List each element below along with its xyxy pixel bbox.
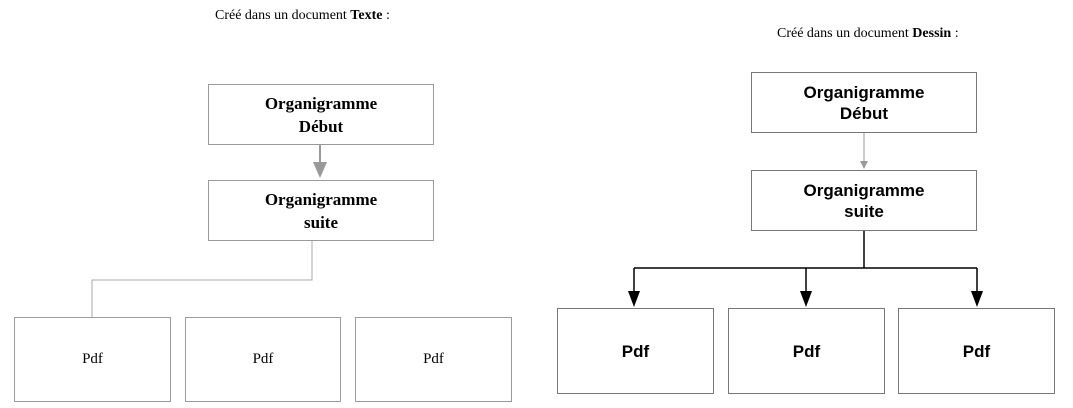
right-leaf-box-1: Pdf [557,308,714,394]
right-top-arrow-head [860,161,868,169]
right-branch-2-arrow [800,291,812,307]
right-top-box-line2: Début [839,103,889,123]
right-branch-3-arrow [971,291,983,307]
left-leaf-label-2: Pdf [252,351,274,367]
left-arrow-head [313,162,327,178]
right-leaf-label-3: Pdf [962,341,991,361]
left-leaf-box-3: Pdf [355,317,512,402]
right-middle-box-line2: suite [844,201,884,221]
left-caption: Créé dans un document Texte : [215,8,390,24]
left-leaf-label-1: Pdf [82,351,103,367]
right-leaf-label-1: Pdf [621,341,650,361]
right-middle-box-line1: Organigramme [803,180,925,200]
left-leaf-label-3: Pdf [423,351,444,367]
right-leaf-label-2: Pdf [792,341,821,361]
right-branch-1-arrow [628,291,640,307]
right-leaf-box-2: Pdf [728,308,885,394]
left-caption-suffix: : [382,8,390,23]
left-middle-box-line2: suite [304,212,338,232]
left-elbow-connector [91,241,313,317]
left-leaf-box-1: Pdf [14,317,171,402]
left-caption-prefix: Créé dans un document [215,8,351,23]
right-caption-prefix: Créé dans un document [777,26,913,41]
left-middle-box-line1: Organigramme [264,189,378,209]
left-caption-strong: Texte [350,8,383,23]
left-middle-box: Organigramme suite [208,180,434,241]
left-top-box-line2: Début [298,116,344,136]
left-leaf-box-2: Pdf [185,317,341,402]
right-top-box: Organigramme Début [751,72,977,133]
left-top-box: Organigramme Début [208,84,434,145]
right-caption: Créé dans un document Dessin : [777,26,959,42]
right-caption-suffix: : [951,26,959,41]
right-middle-box: Organigramme suite [751,170,977,231]
right-leaf-box-3: Pdf [898,308,1055,394]
right-caption-strong: Dessin [912,26,952,41]
left-top-box-line1: Organigramme [264,93,378,113]
right-top-box-line1: Organigramme [803,82,925,102]
